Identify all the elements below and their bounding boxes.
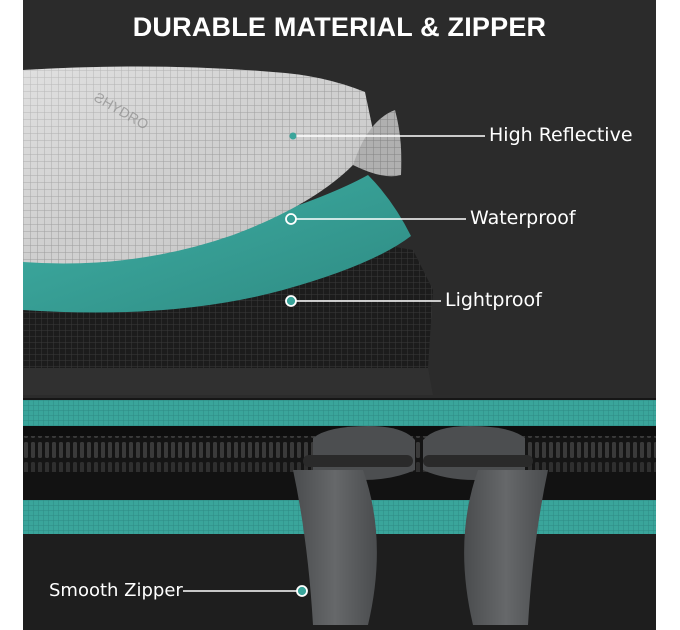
label-lightproof: Lightproof bbox=[445, 289, 542, 311]
label-waterproof: Waterproof bbox=[470, 207, 576, 229]
page-title: DURABLE MATERIAL & ZIPPER bbox=[132, 12, 547, 42]
material-illustration: ƧHYDRO bbox=[23, 66, 656, 630]
zipper-slider-left bbox=[293, 426, 415, 625]
callout-waterproof-dot bbox=[285, 213, 297, 225]
product-feature-panel: ƧHYDRO bbox=[23, 0, 656, 630]
waterproof-layer bbox=[23, 175, 411, 313]
label-smooth-zipper: Smooth Zipper bbox=[49, 580, 183, 601]
teal-tape-top bbox=[23, 400, 656, 426]
zipper-slider-right bbox=[423, 426, 548, 625]
callout-lightproof-dot bbox=[285, 295, 297, 307]
callout-smooth-zipper-dot bbox=[296, 585, 308, 597]
label-high-reflective: High Reflective bbox=[489, 124, 633, 146]
callout-high-reflective-dot bbox=[289, 132, 297, 140]
